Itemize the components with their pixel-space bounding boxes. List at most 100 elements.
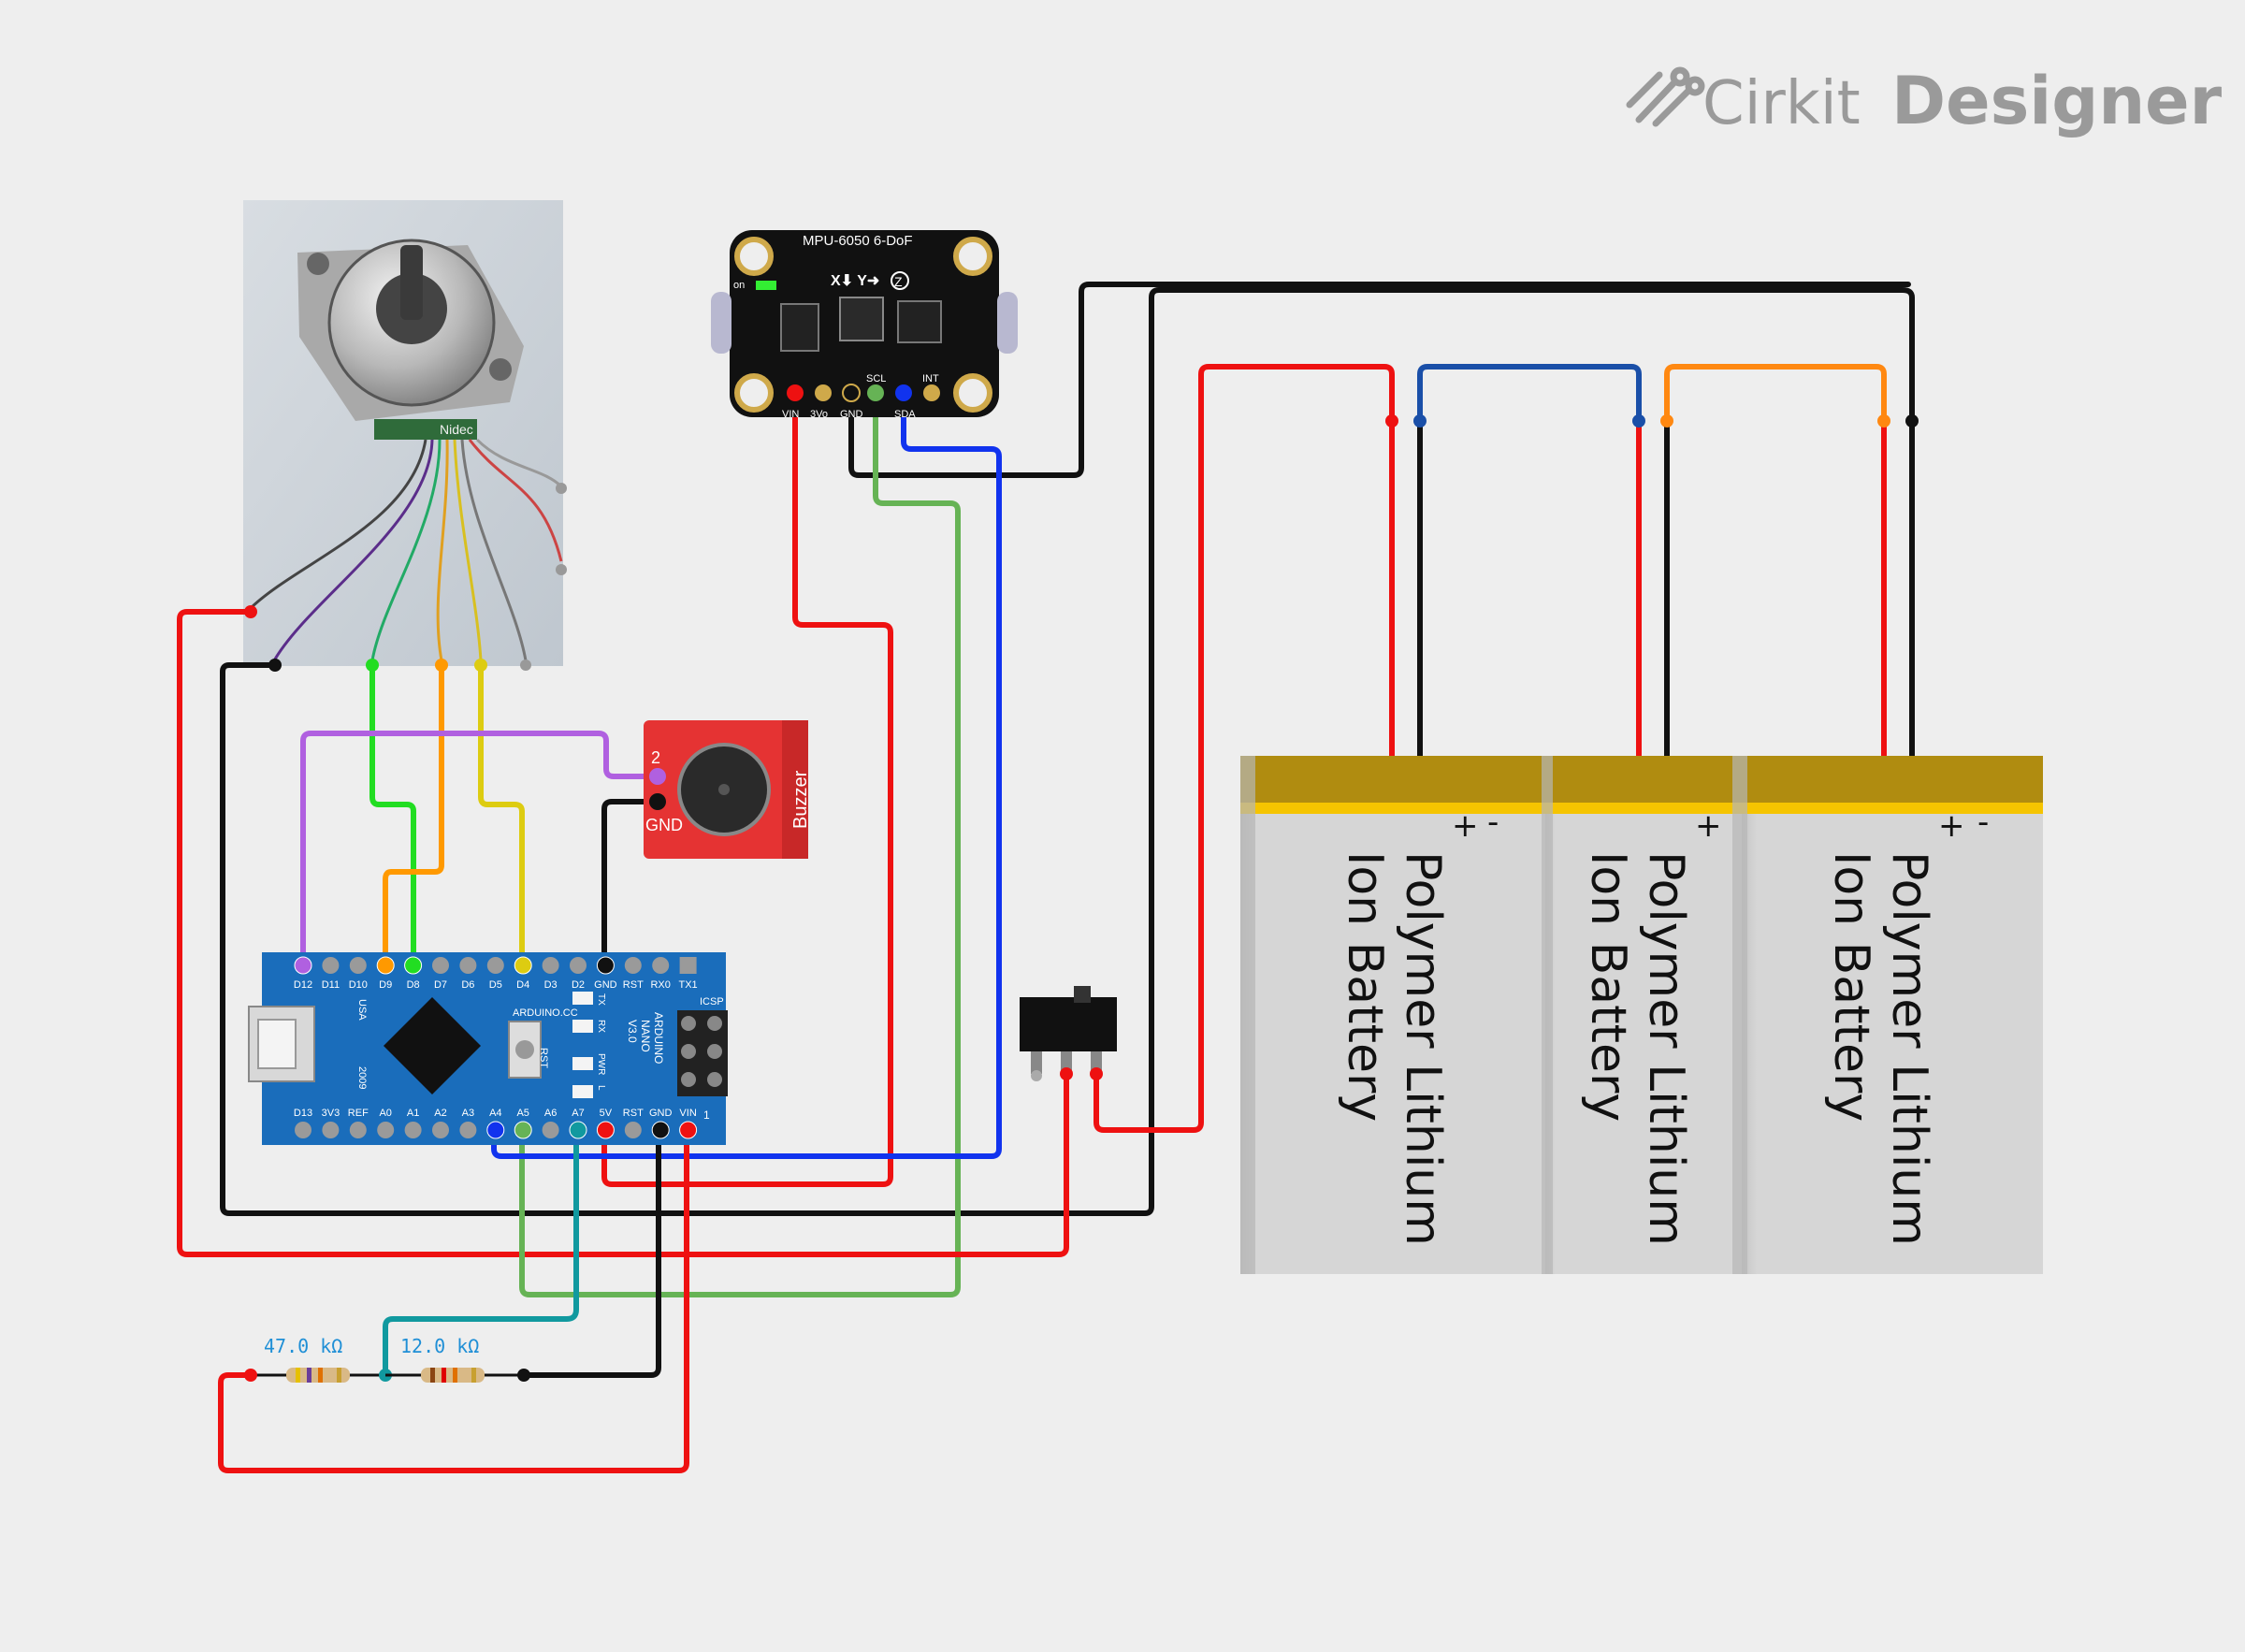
header-pin-d2[interactable] [570, 957, 587, 974]
header-pin-d12[interactable] [294, 956, 312, 975]
header-pin-vin[interactable] [679, 1121, 698, 1139]
header-pin-gnd[interactable] [596, 956, 615, 975]
header-pin-a2[interactable] [432, 1122, 449, 1138]
wires [177, 282, 1915, 1473]
header-pin-tx1[interactable] [679, 957, 697, 974]
wire-endpoint[interactable] [366, 659, 379, 672]
header-pin-a7[interactable] [569, 1121, 587, 1139]
slide-switch[interactable] [1020, 986, 1117, 1081]
resistor-pin[interactable] [517, 1369, 530, 1382]
header-pin-d6[interactable] [459, 957, 477, 974]
pin-gnd[interactable] [842, 384, 861, 402]
header-pin-d5[interactable] [486, 957, 504, 974]
wire-purple-d12[interactable] [300, 731, 660, 968]
wire-endpoint[interactable] [1905, 414, 1919, 427]
resistor-47k[interactable]: 47.0 kΩ [244, 1335, 392, 1383]
mpu-on-label: on [733, 280, 745, 291]
battery-1[interactable]: + - Polymer Lithium Ion Battery [1240, 756, 1545, 1274]
battery-plus: + [1938, 807, 1965, 845]
wire-endpoint[interactable] [1877, 414, 1890, 427]
header-pin-d10[interactable] [349, 957, 367, 974]
pin-vin[interactable] [787, 384, 804, 401]
resistor-12k[interactable]: 12.0 kΩ [385, 1335, 530, 1383]
header-pin-rst[interactable] [624, 957, 642, 974]
header-pin-rx0[interactable] [652, 957, 670, 974]
header-pin-a0[interactable] [377, 1122, 395, 1138]
stepper-motor[interactable]: Nidec [243, 200, 567, 671]
header-pin-3v3[interactable] [322, 1122, 340, 1138]
pin-3vo[interactable] [815, 384, 832, 401]
switch-pin-1[interactable] [1031, 1070, 1042, 1081]
arduino-web-label: ARDUINO.CC [513, 1007, 578, 1019]
header-pin-5v[interactable] [596, 1121, 615, 1139]
battery-minus: - [1487, 804, 1499, 841]
header-pin-d9[interactable] [376, 956, 395, 975]
header-pin-d13[interactable] [295, 1122, 311, 1138]
header-pin-d8[interactable] [404, 956, 423, 975]
arduino-name-line: NANO [639, 1020, 652, 1052]
header-pin-a3[interactable] [459, 1122, 477, 1138]
wire-orange-batt[interactable] [1664, 364, 1887, 424]
arduino-nano[interactable]: RST ARDUINO.CC USA 2009 TX RX PWR L ARDU… [248, 952, 728, 1145]
wire-blue-mpu-sda[interactable] [491, 390, 1002, 1159]
header-pin-rst[interactable] [624, 1122, 642, 1138]
wire-green-mpu-scl[interactable] [519, 390, 961, 1297]
wire-navy-batt[interactable] [1417, 364, 1642, 424]
wire-red-mpu-vin[interactable] [601, 390, 893, 1187]
header-pin-a5[interactable] [514, 1121, 532, 1139]
header-pin-label: D4 [516, 979, 529, 991]
header-pin-label: RST [623, 1108, 644, 1119]
motor-lead-wires [249, 438, 563, 663]
wire-endpoint[interactable] [1413, 414, 1427, 427]
wire-black-mpu-gnd[interactable] [848, 282, 1911, 478]
wire-red-vin-res[interactable] [218, 1127, 689, 1473]
battery-2[interactable]: + Polymer Lithium Ion Battery [1542, 756, 1742, 1274]
pin-int[interactable] [923, 384, 940, 401]
resistor-pin[interactable] [244, 1369, 257, 1382]
reset-button[interactable] [508, 1021, 542, 1079]
wire-endpoint[interactable] [1632, 414, 1645, 427]
wire-red-switch-batt[interactable] [1094, 364, 1395, 1133]
switch-pin-3[interactable] [1090, 1067, 1103, 1080]
wire-black-motor[interactable] [220, 287, 1915, 1216]
wire-black-buzzer-gnd[interactable] [601, 799, 660, 968]
header-pin-d3[interactable] [542, 957, 559, 974]
wire-red-motor[interactable] [177, 609, 690, 1257]
header-pin-d4[interactable] [514, 956, 532, 975]
mpu6050-board[interactable]: MPU-6050 6-DoF X⬇ Y➜ Z on VIN 3Vo GND SC… [711, 230, 1018, 420]
header-pin-ref[interactable] [349, 1122, 367, 1138]
header-pin-a1[interactable] [404, 1122, 422, 1138]
switch-actuator[interactable] [1074, 986, 1091, 1003]
buzzer-pin-gnd[interactable] [649, 793, 666, 810]
wire-endpoint[interactable] [268, 659, 282, 672]
motor-lead-end [556, 564, 567, 575]
wire-green-d8[interactable] [369, 662, 416, 968]
buzzer-pin-signal[interactable] [649, 768, 666, 785]
icsp-label: ICSP [700, 996, 724, 1007]
header-pin-d11[interactable] [322, 957, 340, 974]
wire-endpoint[interactable] [1660, 414, 1673, 427]
header-pin-a4[interactable] [486, 1121, 505, 1139]
battery-3[interactable]: + - Polymer Lithium Ion Battery [1732, 756, 2043, 1274]
wire-endpoint[interactable] [474, 659, 487, 672]
header-pin-a6[interactable] [542, 1122, 559, 1138]
mpu-pin-label: VIN [782, 409, 799, 420]
buzzer-module[interactable]: 2 GND Buzzer [644, 720, 811, 859]
header-pin-label: D6 [461, 979, 474, 991]
wire-endpoint[interactable] [1385, 414, 1398, 427]
pin-scl[interactable] [867, 384, 884, 401]
header-pin-d7[interactable] [432, 957, 449, 974]
wire-endpoint[interactable] [244, 605, 257, 618]
wire-teal-a7[interactable] [383, 1127, 579, 1378]
switch-pin-2[interactable] [1060, 1067, 1073, 1080]
wire-yellow-d4[interactable] [478, 662, 525, 968]
wire-endpoint[interactable] [435, 659, 448, 672]
battery-label-line1: Polymer Lithium [1638, 851, 1694, 1246]
pin-sda[interactable] [895, 384, 912, 401]
header-pin-label: D11 [322, 979, 340, 991]
wire-red-switch[interactable] [685, 1071, 1069, 1257]
header-pin-gnd[interactable] [651, 1121, 670, 1139]
wire-orange-d9[interactable] [383, 662, 444, 968]
mounting-hole-icon [734, 237, 774, 276]
wire-black-gnd-res[interactable] [521, 1127, 661, 1378]
